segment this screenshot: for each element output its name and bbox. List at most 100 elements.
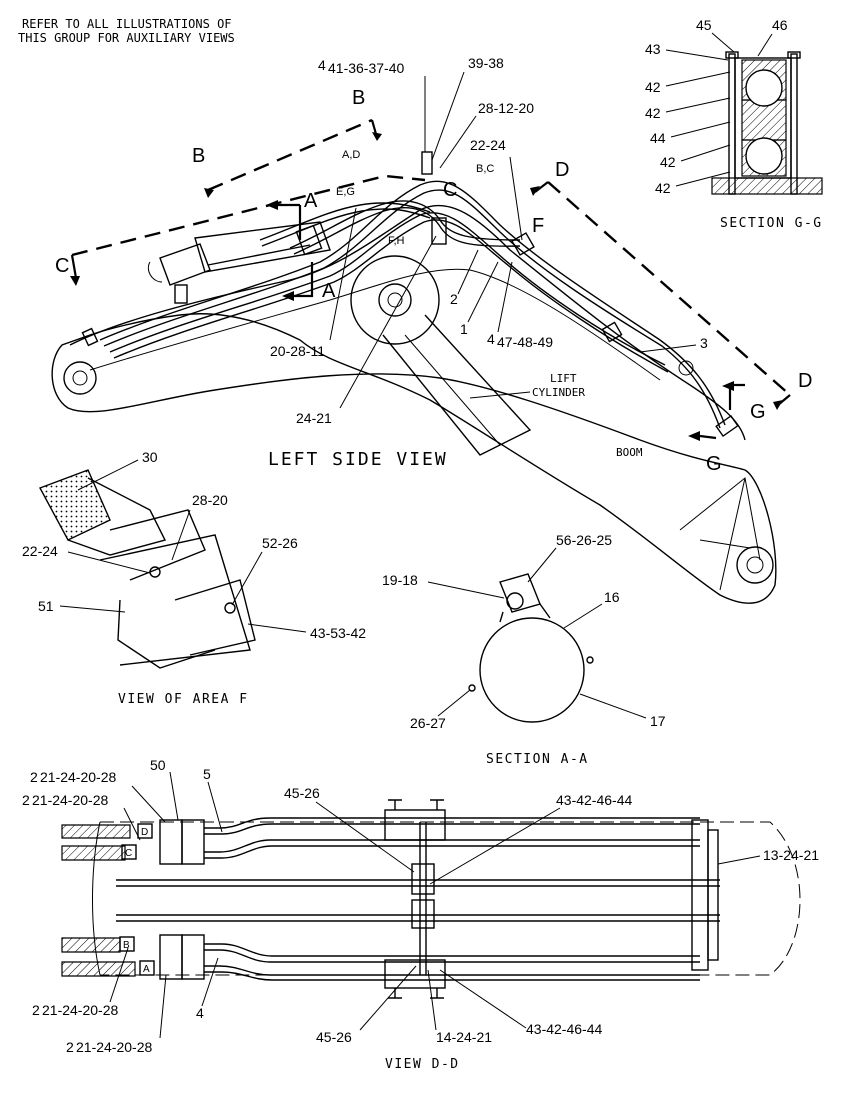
callout-qty-41: 4 bbox=[318, 57, 326, 73]
dd-callout-21-24-20-28-2: 21-24-20-28 bbox=[32, 792, 108, 808]
f-hose-end bbox=[39, 469, 111, 541]
fitting-tag-b: B bbox=[123, 940, 130, 951]
dd-callout-45-26-top: 45-26 bbox=[284, 785, 320, 801]
section-letter-c-right: C bbox=[443, 179, 457, 201]
section-letter-a-top: A bbox=[304, 190, 318, 212]
callout-1: 1 bbox=[460, 321, 468, 337]
fitting-tag-c: C bbox=[125, 848, 132, 859]
callout-20-28-11: 20-28-11 bbox=[270, 343, 325, 359]
cylinder-label: CYLINDER bbox=[532, 386, 585, 399]
boom-nose-pin bbox=[736, 546, 774, 584]
callout-39-38: 39-38 bbox=[468, 55, 504, 71]
header-note: REFER TO ALL ILLUSTRATIONS OF THIS GROUP… bbox=[18, 17, 235, 45]
dd-callout-43-42-46-44-bottom: 43-42-46-44 bbox=[526, 1021, 602, 1037]
section-letter-b-left: B bbox=[192, 145, 205, 167]
aa-callout-19-18: 19-18 bbox=[382, 572, 418, 588]
boom-inner-line bbox=[89, 268, 661, 381]
gg-callout-43: 43 bbox=[645, 41, 661, 57]
callout-qty-47: 4 bbox=[487, 331, 495, 347]
dd-callout-43-42-46-44-top: 43-42-46-44 bbox=[556, 792, 632, 808]
gg-callout-46: 46 bbox=[772, 17, 788, 33]
f-callout-28-20: 28-20 bbox=[192, 492, 228, 508]
section-line-g: G G bbox=[688, 381, 766, 475]
callout-3: 3 bbox=[700, 335, 708, 351]
f-callout-52-26: 52-26 bbox=[262, 535, 298, 551]
view-area-f: 30 28-20 22-24 52-26 51 43-53-42 VIEW OF… bbox=[22, 449, 366, 707]
clamp-top bbox=[421, 151, 433, 175]
lift-label: LIFT bbox=[550, 372, 577, 385]
gg-bolt-right bbox=[790, 53, 798, 195]
boom-label: BOOM bbox=[616, 446, 643, 459]
stick-cylinder bbox=[147, 221, 331, 286]
section-line-a: A A bbox=[266, 190, 336, 302]
f-callout-30: 30 bbox=[142, 449, 158, 465]
gg-callout-45: 45 bbox=[696, 17, 712, 33]
left-view-callouts: 4 41-36-37-40 39-38 28-12-20 22-24 4 47-… bbox=[270, 55, 708, 426]
gg-callout-42a: 42 bbox=[645, 79, 661, 95]
section-letter-d-top: D bbox=[555, 159, 569, 181]
callout-28-12-20: 28-12-20 bbox=[478, 100, 534, 116]
section-line-b: B B bbox=[192, 87, 382, 198]
callout-47-48-49: 47-48-49 bbox=[497, 334, 553, 350]
view-area-f-title: VIEW OF AREA F bbox=[118, 692, 249, 707]
section-letter-c-left: C bbox=[55, 255, 69, 277]
boom-clamps bbox=[81, 151, 739, 438]
f-callout-51: 51 bbox=[38, 598, 54, 614]
aa-callout-17: 17 bbox=[650, 713, 666, 729]
dd-callout-13-24-21: 13-24-21 bbox=[763, 847, 819, 863]
callout-41-36-37-40: 41-36-37-40 bbox=[328, 60, 404, 76]
section-letter-a-bottom: A bbox=[322, 280, 336, 302]
boom-foot-pin bbox=[63, 361, 97, 395]
hose-tag-bc: B,C bbox=[476, 163, 494, 175]
aa-callout-56-26-25: 56-26-25 bbox=[556, 532, 612, 548]
fitting-tag-a: A bbox=[143, 964, 150, 975]
section-aa: 56-26-25 19-18 16 26-27 17 SECTION A-A bbox=[382, 532, 666, 767]
section-letter-g-bottom: G bbox=[706, 453, 722, 475]
aa-callout-26-27: 26-27 bbox=[410, 715, 446, 731]
gg-bolt-left bbox=[728, 53, 736, 195]
section-gg-title: SECTION G-G bbox=[720, 216, 823, 231]
gg-callout-42b: 42 bbox=[645, 105, 661, 121]
lift-cylinder bbox=[350, 255, 532, 456]
dd-callout-45-26-bottom: 45-26 bbox=[316, 1029, 352, 1045]
gg-tube-upper bbox=[745, 69, 783, 107]
aa-clamp bbox=[499, 573, 541, 613]
clamp-f bbox=[511, 232, 535, 256]
dd-callout-14-24-21: 14-24-21 bbox=[436, 1029, 492, 1045]
section-letter-b-right: B bbox=[352, 87, 365, 109]
dd-qty-3: 2 bbox=[32, 1002, 40, 1018]
header-note-line1: REFER TO ALL ILLUSTRATIONS OF bbox=[22, 17, 232, 31]
boom-outline bbox=[51, 313, 777, 604]
view-dd-title: VIEW D-D bbox=[385, 1057, 460, 1072]
hose-tag-ad: A,D bbox=[342, 149, 360, 161]
left-side-view-title: LEFT SIDE VIEW bbox=[268, 449, 448, 470]
gg-tube-lower bbox=[745, 137, 783, 175]
fitting-tag-d: D bbox=[141, 827, 148, 838]
boom-hose-lines bbox=[99, 180, 726, 429]
section-line-d: D D bbox=[530, 159, 812, 410]
dd-qty-2: 2 bbox=[22, 792, 30, 808]
aa-cylinder-circle bbox=[479, 617, 585, 723]
gg-callout-44: 44 bbox=[650, 130, 666, 146]
dd-qty-4: 2 bbox=[66, 1039, 74, 1055]
clamp-center bbox=[431, 217, 447, 245]
gg-callout-42c: 42 bbox=[660, 154, 676, 170]
area-letter-f: F bbox=[532, 215, 544, 237]
left-side-view: B B C C D D A A bbox=[51, 55, 812, 604]
f-callout-43-53-42: 43-53-42 bbox=[310, 625, 366, 641]
dd-qty-1: 2 bbox=[30, 769, 38, 785]
boom-upper-edge bbox=[69, 204, 746, 441]
hose-tag-eg: E,G bbox=[336, 186, 355, 198]
callout-22-24-top: 22-24 bbox=[470, 137, 506, 153]
section-letter-d-bottom: D bbox=[798, 370, 812, 392]
callout-24-21: 24-21 bbox=[296, 410, 332, 426]
dd-callout-4: 4 bbox=[196, 1005, 204, 1021]
section-letter-g-right: G bbox=[750, 401, 766, 423]
clamp-g bbox=[715, 414, 739, 438]
section-line-c: C C bbox=[55, 174, 457, 286]
aa-callout-16: 16 bbox=[604, 589, 620, 605]
f-callout-22-24: 22-24 bbox=[22, 543, 58, 559]
header-note-line2: THIS GROUP FOR AUXILIARY VIEWS bbox=[18, 31, 235, 45]
view-dd: D C B A bbox=[22, 757, 819, 1072]
